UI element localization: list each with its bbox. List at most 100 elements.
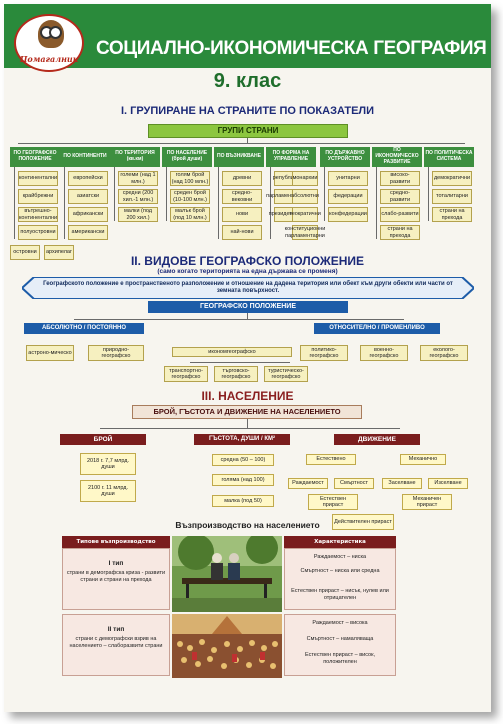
group-item: слабо-развити: [380, 207, 420, 222]
group-item: нови: [222, 207, 262, 222]
econ-geo: икономгеографско: [172, 347, 292, 357]
connector: [376, 167, 377, 239]
group-item: среден брой (10-100 млн.): [170, 189, 210, 204]
group-item: монархии: [292, 171, 318, 186]
births: Раждаемост: [288, 478, 328, 489]
type2-desc: страни с демографски взрив на населениет…: [69, 636, 163, 649]
group-item: островни: [10, 245, 40, 260]
repro-title: Възпроизводство на населението: [175, 520, 320, 530]
group-col-head: ПО ГЕОГРАФСКО ПОЛОЖЕНИЕ: [10, 147, 60, 167]
group-item: конституционни парламентарни: [284, 225, 326, 240]
group-item: големи (над 1 млн.): [118, 171, 158, 186]
group-item: африкански: [68, 207, 108, 222]
connector: [428, 167, 429, 221]
group-item: абсолютни: [291, 189, 319, 204]
group-item: средно-вековни: [222, 189, 262, 204]
connector: [218, 167, 219, 239]
group-item: американски: [68, 225, 108, 240]
count-2018: 2018 г. 7,7 млрд. души: [80, 453, 136, 475]
logo: Помагалник: [14, 14, 84, 72]
type2-char1: Раждаемост – висока: [312, 620, 368, 626]
type2-char2: Смъртност – намаляваща: [306, 636, 374, 642]
row1-char-cell: [284, 548, 396, 610]
group-item: крайбрежни: [18, 189, 58, 204]
astronomic: астроно-мическо: [26, 345, 74, 361]
group-item: високо-развити: [380, 171, 420, 186]
connector: [114, 167, 115, 221]
natural-move: Естествено: [306, 454, 356, 465]
type1-char2: Смъртност – ниска или средна: [300, 568, 380, 574]
group-item: страни на прехода: [432, 207, 472, 222]
geo-position-root: ГЕОГРАФСКО ПОЛОЖЕНИЕ: [148, 301, 348, 313]
group-item: конфедерации: [328, 207, 368, 222]
connector: [270, 167, 271, 239]
elderly-couple-photo: [172, 536, 282, 612]
page-title: СОЦИАЛНО-ИКОНОМИЧЕСКА ГЕОГРАФИЯ: [96, 38, 487, 59]
connector: [324, 167, 325, 221]
group-item: архипелаг: [44, 245, 74, 260]
connector: [190, 362, 290, 363]
group-item: малък брой (под 10 млн.): [170, 207, 210, 222]
connector: [247, 138, 248, 143]
group-item: федерации: [328, 189, 368, 204]
density-mid: средна (50 – 100): [212, 454, 274, 466]
header-band: [4, 4, 491, 68]
group-col-head: ПО ВЪЗНИКВАНЕ: [214, 147, 264, 167]
type2-char3: Естествен прираст – висок, положителен: [304, 652, 376, 665]
section3-title: III. НАСЕЛЕНИЕ: [201, 389, 294, 403]
connector: [74, 319, 404, 320]
section2-subtitle: (само когато територията на една държава…: [157, 268, 338, 275]
deaths: Смъртност: [334, 478, 374, 489]
natural-growth: Естествен прираст: [308, 494, 358, 510]
type1-char3: Естествен прираст – нисък, нулев или отр…: [291, 588, 389, 601]
row2-type-cell: [62, 614, 170, 676]
connector: [247, 419, 248, 428]
trade-geo: търговско-географско: [214, 366, 258, 382]
ecology-geo: еколого-географско: [420, 345, 468, 361]
connector: [64, 167, 65, 239]
group-item: малки (под 200 хил.): [118, 207, 158, 222]
section1-title: I. ГРУПИРАНЕ НА СТРАНИТЕ ПО ПОКАЗАТЕЛИ: [120, 105, 375, 117]
group-col-head: ПО ДЪРЖАВНО УСТРОЙСТВО: [320, 147, 370, 167]
group-item: европейски: [68, 171, 108, 186]
nature-geo: природно-географско: [88, 345, 144, 361]
type1-desc: страни в демографска криза - развити стр…: [66, 570, 166, 583]
group-item: древни: [222, 171, 262, 186]
section2-title: II. ВИДОВЕ ГЕОГРАФСКО ПОЛОЖЕНИЕ: [130, 254, 365, 268]
group-col-head: ПО ФОРМА НА УПРАВЛЕНИЕ: [266, 147, 316, 167]
groups-root: ГРУПИ СТРАНИ: [148, 124, 348, 138]
connector: [100, 428, 400, 429]
count-2100: 2100 г. 11 млрд. души: [80, 480, 136, 502]
group-item: полуостровни: [18, 225, 58, 240]
density-head: ГЪСТОТА, ДУШИ / КМ²: [194, 434, 290, 445]
political-geo: политико-географско: [300, 345, 348, 361]
connector: [247, 313, 248, 319]
group-item: азиатски: [68, 189, 108, 204]
relative-position: ОТНОСИТЕЛНО / ПРОМЕНЛИВО: [314, 323, 440, 334]
mechanical-move: Механично: [400, 454, 446, 465]
group-col-head: ПО ИКОНОМИЧЕСКО РАЗВИТИЕ: [372, 147, 422, 167]
count-head: БРОЙ: [60, 434, 146, 445]
logo-text: Помагалник: [19, 54, 79, 64]
group-item: вътрешно-континентални: [18, 207, 58, 222]
repro-col1: Типове възпроизводство: [62, 536, 170, 548]
row2-char-cell: [284, 614, 396, 676]
poster: Помагалник СОЦИАЛНО-ИКОНОМИЧЕСКА ГЕОГРАФ…: [4, 4, 491, 712]
group-item: голям брой (над 100 млн.): [170, 171, 210, 186]
group-item: средни (200 хил.-1 млн.): [118, 189, 158, 204]
group-item: унитарни: [328, 171, 368, 186]
definition-arrow: [22, 277, 474, 299]
group-item: най-нови: [222, 225, 262, 240]
real-growth: Действителен прираст: [332, 514, 394, 530]
density-low: малка (под 50): [212, 495, 274, 507]
group-col-head: ПО КОНТИНЕНТИ: [60, 147, 110, 167]
geo-definition: Географското положение е пространственот…: [43, 281, 453, 294]
row1-type-cell: [62, 548, 170, 610]
repro-col2: Характеристика: [284, 536, 396, 548]
population-root: БРОЙ, ГЪСТОТА И ДВИЖЕНИЕ НА НАСЕЛЕНИЕТО: [132, 405, 362, 419]
group-item: тоталитарни: [432, 189, 472, 204]
immigration: Заселване: [382, 478, 422, 489]
type2-title: II тип: [107, 626, 125, 633]
group-item: демократични: [432, 171, 472, 186]
group-item: континентални: [18, 171, 58, 186]
